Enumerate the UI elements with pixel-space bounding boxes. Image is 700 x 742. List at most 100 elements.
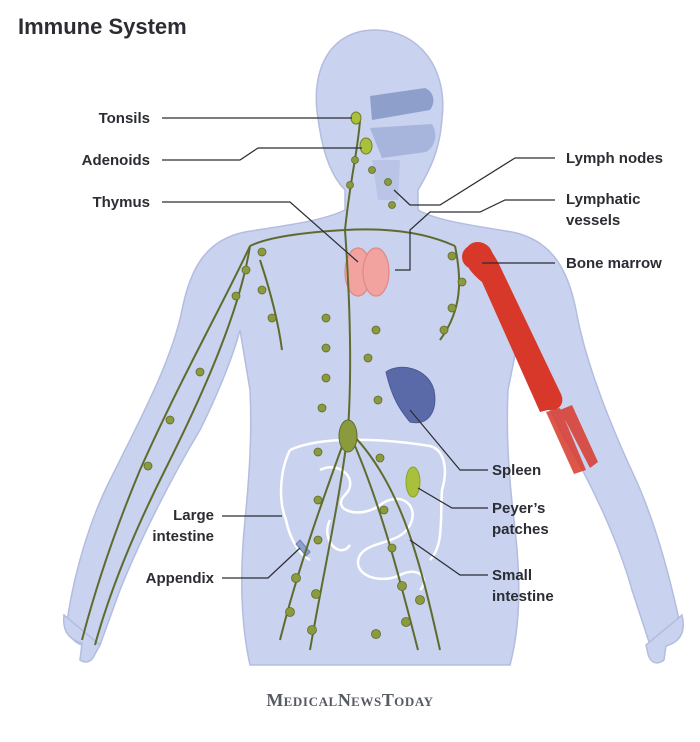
vessel-abdomen-right-2	[347, 429, 441, 651]
leader-spleen	[409, 409, 488, 471]
vessel-trunk	[344, 229, 352, 431]
lymph-node	[371, 629, 381, 639]
lymph-node	[257, 247, 267, 257]
oral-cavity	[370, 124, 436, 158]
diagram-title: Immune System	[18, 14, 187, 39]
label-peyers-patches-line2: patches	[492, 521, 549, 538]
body-silhouette	[62, 29, 684, 666]
lymph-node	[291, 573, 301, 583]
leader-peyers-patches	[417, 487, 488, 509]
label-bone-marrow: Bone marrow	[566, 255, 662, 272]
lymph-node	[267, 313, 277, 323]
lymph-node	[373, 395, 383, 405]
leader-lymph-nodes	[393, 157, 555, 206]
thymus-organ	[344, 247, 390, 297]
vessel-left-shoulder	[249, 229, 346, 247]
leader-appendix	[222, 547, 301, 579]
torso-shape	[66, 29, 680, 666]
lymph-node	[241, 265, 251, 275]
lymph-node	[375, 453, 385, 463]
vessel-abdomen-right	[347, 429, 419, 651]
lymph-node	[457, 277, 467, 287]
lymph-node	[387, 543, 397, 553]
lymph-node	[371, 325, 381, 335]
humerus-head	[462, 245, 486, 269]
label-lymph-nodes: Lymph nodes	[566, 150, 663, 167]
lymph-node	[346, 181, 354, 189]
lymph-node	[313, 495, 323, 505]
lymph-node	[363, 353, 373, 363]
lymph-node	[415, 595, 425, 605]
right-hand-shape	[645, 613, 684, 664]
small-intestine-coils	[319, 466, 426, 591]
label-small-intestine-line1: Small	[492, 567, 533, 584]
brand-rest: ODAY	[394, 694, 434, 709]
lymph-node	[384, 178, 392, 186]
adenoids-organ	[359, 137, 373, 155]
lymph-node	[143, 461, 153, 471]
large-intestine-outline	[279, 438, 447, 562]
label-spleen: Spleen	[492, 462, 542, 479]
lymph-node	[321, 313, 331, 323]
lymph-node	[307, 625, 317, 635]
leader-lines	[162, 117, 555, 579]
brand-logo: MEDICALNEWSTODAY	[0, 690, 700, 711]
arm-bone	[462, 241, 598, 474]
lymph-node	[368, 166, 376, 174]
lymph-node	[321, 373, 331, 383]
nasal-cavity	[370, 88, 434, 120]
lymph-node	[321, 343, 331, 353]
label-large-intestine: Large intestine	[152, 505, 214, 547]
brand-cap: N	[337, 690, 352, 710]
lymph-node	[195, 367, 205, 377]
label-adenoids: Adenoids	[81, 152, 150, 169]
thymus-right-lobe	[362, 247, 390, 297]
lymph-node	[231, 291, 241, 301]
vessel-left-chest	[259, 259, 283, 351]
vessel-right-shoulder	[344, 228, 456, 247]
vessel-abdomen-mid	[309, 429, 349, 651]
label-tonsils: Tonsils	[98, 110, 150, 127]
leader-lymphatic-vessels	[395, 199, 555, 271]
brand-cap: M	[266, 690, 284, 710]
lymph-node	[311, 589, 321, 599]
spleen-organ	[385, 366, 436, 424]
vessel-left-arm-2	[94, 245, 251, 646]
leader-small-intestine	[409, 539, 488, 576]
vessel-left-arm	[81, 245, 251, 641]
forearm-bones	[546, 405, 598, 474]
cisterna-chyli	[338, 419, 358, 453]
lymph-node	[317, 403, 327, 413]
lymph-node	[351, 156, 359, 164]
lymph-node	[165, 415, 175, 425]
label-lymphatic-vessels-line1: Lymphatic	[566, 191, 641, 208]
lymph-node	[401, 617, 411, 627]
label-peyers-patches-line1: Peyer’s	[492, 500, 546, 517]
vessel-neck	[344, 119, 361, 231]
lymph-node	[447, 303, 457, 313]
lymph-node	[447, 251, 457, 261]
lymph-node	[257, 285, 267, 295]
intestines	[279, 438, 447, 591]
lymph-node	[313, 535, 323, 545]
lymph-node	[379, 505, 389, 515]
label-large-intestine-line1: Large	[173, 507, 214, 524]
label-large-intestine-line2: intestine	[152, 528, 214, 545]
label-small-intestine-line2: intestine	[492, 588, 554, 605]
lymph-node	[313, 447, 323, 457]
label-thymus: Thymus	[92, 194, 150, 211]
lymph-node	[388, 201, 396, 209]
label-small-intestine: Small intestine	[492, 565, 554, 607]
lymph-node-group	[143, 156, 467, 639]
lymph-node	[439, 325, 449, 335]
label-lymphatic-vessels-line2: vessels	[566, 212, 621, 229]
brand-rest: EDICAL	[283, 694, 338, 709]
brand-rest: EWS	[351, 694, 382, 709]
leader-adenoids	[162, 147, 362, 161]
label-appendix: Appendix	[145, 570, 214, 587]
lymphatic-vessels	[81, 119, 461, 651]
lymph-node	[285, 607, 295, 617]
label-peyers-patches: Peyer’s patches	[492, 498, 549, 540]
